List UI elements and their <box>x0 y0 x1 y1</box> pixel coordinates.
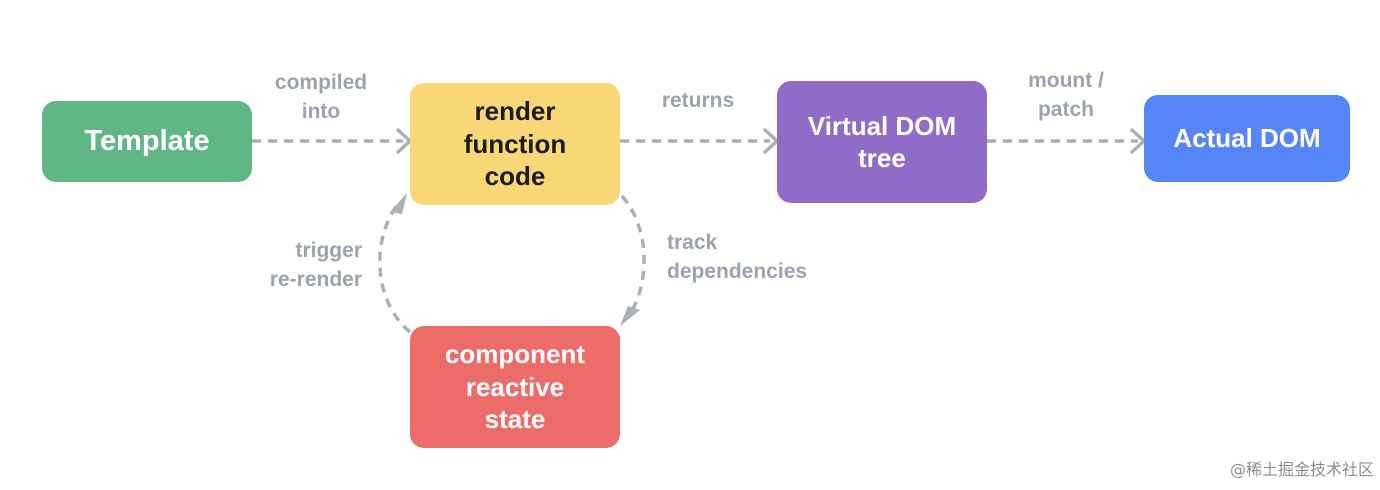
render-function-line-2: function <box>463 128 567 159</box>
template-node-label: Template <box>84 125 210 158</box>
returns-label: returns <box>661 89 735 112</box>
actual-dom-node-label: Actual DOM <box>1173 123 1321 154</box>
reactive-state-line-3: state <box>484 404 546 435</box>
virtual-dom-line-2: tree <box>858 143 906 173</box>
actual-dom-node: Actual DOM <box>1144 95 1350 182</box>
template-node: Template <box>42 101 252 182</box>
trigger-rerender-label: trigger re-render <box>269 239 362 291</box>
render-function-node: render function code <box>410 83 620 205</box>
track-dependencies-label: track dependencies <box>667 231 808 283</box>
watermark: @稀土掘金技术社区 <box>1229 460 1374 479</box>
arrowhead-track-dependencies <box>620 306 640 326</box>
render-function-line-3: code <box>484 161 546 192</box>
virtual-dom-node: Virtual DOM tree <box>777 81 987 203</box>
reactive-state-line-2: reactive <box>465 371 565 402</box>
mount-patch-label: mount / patch <box>1028 69 1104 121</box>
virtual-dom-line-1: Virtual DOM <box>807 110 957 141</box>
compiled-into-label: compiled into <box>274 71 368 123</box>
arrow-track-dependencies <box>620 194 646 315</box>
render-function-line-1: render <box>474 96 556 127</box>
arrow-trigger-rerender <box>378 202 412 334</box>
reactive-state-node: component reactive state <box>410 326 620 448</box>
reactive-state-line-1: component <box>444 339 586 370</box>
arrowhead-trigger-rerender <box>390 193 407 214</box>
